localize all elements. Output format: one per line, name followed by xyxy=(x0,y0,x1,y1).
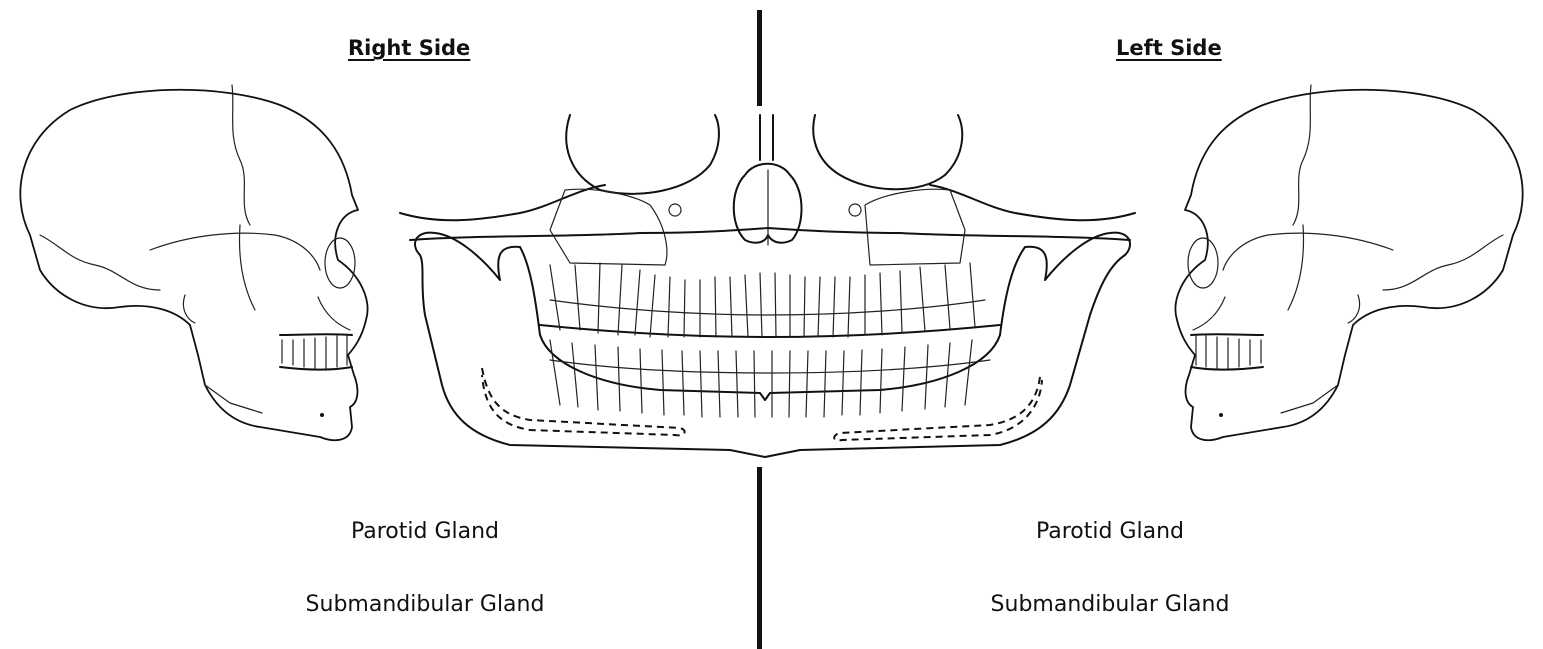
label-left-submandibular-gland: Submandibular Gland xyxy=(965,592,1255,617)
skull-left-cranium xyxy=(1175,85,1522,440)
label-left-parotid-gland: Parotid Gland xyxy=(985,519,1235,544)
divider-top xyxy=(757,10,762,106)
heading-right-side: Right Side xyxy=(348,36,470,60)
heading-left-side: Left Side xyxy=(1116,36,1222,60)
skull-right-illustration xyxy=(0,85,380,445)
label-right-parotid-gland: Parotid Gland xyxy=(300,519,550,544)
skull-right-cranium xyxy=(20,85,367,440)
skull-left-illustration xyxy=(1163,85,1543,445)
divider-bottom xyxy=(757,467,762,649)
label-right-submandibular-gland: Submandibular Gland xyxy=(280,592,570,617)
panoramic-outline xyxy=(400,115,1135,457)
panoramic-illustration xyxy=(400,115,1170,465)
